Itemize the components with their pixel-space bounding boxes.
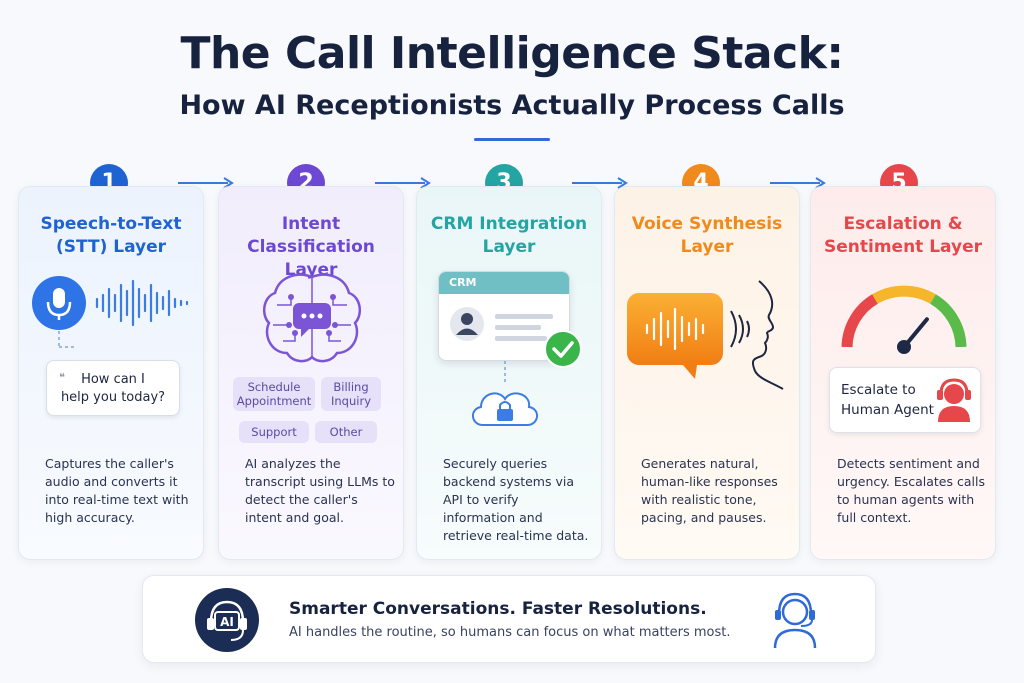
- left-waveform-icon: [5, 69, 127, 145]
- quote-icon: ❝: [59, 371, 65, 384]
- check-icon: [544, 330, 582, 368]
- intent-chip-support: Support: [239, 421, 309, 443]
- headset-agent-icon: [937, 378, 971, 422]
- intent-chip-schedule-appointment: Schedule Appointment: [233, 377, 315, 411]
- crm-layer-description: Securely queries backend systems via API…: [443, 456, 589, 543]
- intent-layer-card: Intent Classification Layer Schedule App…: [218, 186, 404, 560]
- intent-layer-title: Intent Classification Layer: [247, 214, 375, 280]
- cloud-lock-icon: [472, 361, 538, 426]
- microphone-icon: [32, 276, 189, 348]
- stt-layer-description: Captures the caller's audio and converts…: [45, 456, 189, 525]
- escalate-to-human-agent-box: Escalate to Human Agent: [829, 367, 981, 433]
- footer-subtext: AI handles the routine, so humans can fo…: [289, 625, 731, 640]
- intent-chip-billing-inquiry: Billing Inquiry: [321, 377, 381, 411]
- page-title: The Call Intelligence Stack:: [180, 28, 844, 79]
- voice-synthesis-layer-card: Voice Synthesis Layer Generates natural,…: [614, 186, 800, 560]
- waveform-icon: [95, 279, 189, 327]
- escalation-layer-card: Escalation & Sentiment Layer Escalate to…: [810, 186, 996, 560]
- stt-layer-title: Speech-to-Text (STT) Layer: [40, 214, 182, 257]
- escalation-layer-description: Detects sentiment and urgency. Escalates…: [837, 456, 985, 525]
- crm-record-card: CRM: [438, 271, 570, 361]
- voice-synthesis-layer-description: Generates natural, human-like responses …: [641, 456, 778, 525]
- title-underline: [474, 138, 550, 141]
- voice-synthesis-layer-title: Voice Synthesis Layer: [631, 214, 783, 257]
- crm-label: CRM: [439, 272, 569, 294]
- intent-chip-other: Other: [315, 421, 377, 443]
- human-agent-headset-icon: [773, 592, 817, 649]
- ai-headset-badge-icon: AI: [195, 588, 259, 652]
- speech-waveform-icon: [627, 280, 784, 390]
- brain-circuit-icon: [262, 273, 362, 363]
- page-subtitle: How AI Receptionists Actually Process Ca…: [179, 90, 845, 121]
- escalation-layer-title: Escalation & Sentiment Layer: [824, 214, 982, 257]
- footer-banner: AI Smarter Conversations. Faster Resolut…: [142, 575, 876, 663]
- footer-headline: Smarter Conversations. Faster Resolution…: [289, 599, 707, 619]
- chat-icon: [293, 303, 331, 337]
- stt-layer-card: Speech-to-Text (STT) Layer ❝ How can I h…: [18, 186, 204, 560]
- crm-layer-card: CRM Integration Layer CRM Securely queri…: [416, 186, 602, 560]
- speaking-face-icon: [730, 280, 784, 390]
- gauge-icon: [841, 285, 967, 354]
- crm-layer-title: CRM Integration Layer: [430, 214, 588, 257]
- transcript-bubble: ❝ How can I help you today?: [46, 360, 180, 416]
- right-waveform-icon: [873, 69, 1013, 145]
- intent-layer-description: AI analyzes the transcript using LLMs to…: [245, 456, 395, 525]
- user-profile-icon: [450, 307, 553, 341]
- svg-text:AI: AI: [220, 615, 234, 629]
- escalate-label: Escalate to Human Agent: [841, 382, 934, 418]
